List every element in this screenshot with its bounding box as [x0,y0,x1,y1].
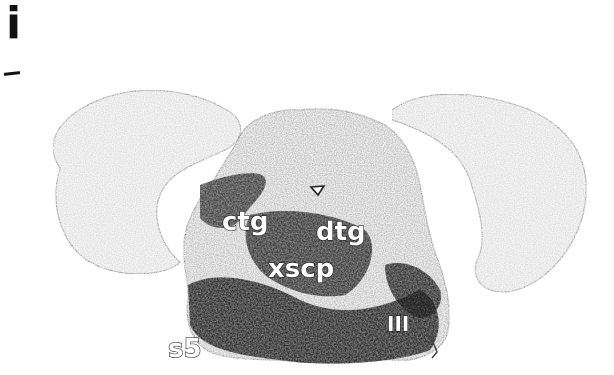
label-dtg: dtg [316,217,366,247]
label-ctg: ctg [222,207,268,237]
label-iii: III [387,312,409,336]
label-xscp: xscp [268,254,334,284]
label-s5: s5 [168,334,202,364]
